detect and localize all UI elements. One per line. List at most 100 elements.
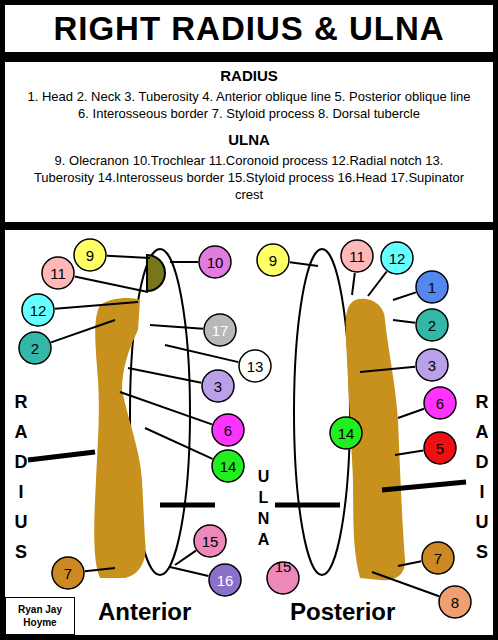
leader-line bbox=[398, 409, 424, 418]
callout-circle: 17 bbox=[203, 313, 237, 347]
circle-shape bbox=[416, 349, 448, 381]
pointer-bar bbox=[28, 452, 95, 460]
callout-circle: 5 bbox=[423, 431, 457, 465]
callout-number: 12 bbox=[380, 241, 414, 275]
callout-number: 15 bbox=[266, 561, 300, 595]
callout-circle: 16 bbox=[208, 563, 242, 597]
circle-shape bbox=[424, 432, 456, 464]
callout-number: 14 bbox=[211, 449, 245, 483]
circle-shape bbox=[19, 332, 51, 364]
circle-shape bbox=[209, 564, 241, 596]
circle-shape bbox=[42, 257, 74, 289]
callout-number: 16 bbox=[208, 563, 242, 597]
callout-circle: 15 bbox=[266, 561, 300, 595]
leader-line bbox=[128, 368, 201, 383]
callout-number: 7 bbox=[51, 556, 85, 590]
pointer-bar bbox=[160, 503, 215, 508]
callout-circle: 7 bbox=[421, 541, 455, 575]
leader-line bbox=[290, 262, 318, 266]
callout-circle: 11 bbox=[340, 239, 374, 273]
circle-shape bbox=[416, 309, 448, 341]
callout-circle: 8 bbox=[438, 585, 472, 619]
ulna-posterior bbox=[294, 249, 350, 575]
callout-circle: 12 bbox=[380, 241, 414, 275]
author-box: Ryan Jay Hoyme bbox=[5, 597, 75, 635]
callout-circle: 2 bbox=[18, 331, 52, 365]
callout-number: 1 bbox=[415, 270, 449, 304]
circle-shape bbox=[422, 542, 454, 574]
callout-circle: 14 bbox=[329, 416, 363, 450]
callout-circle: 3 bbox=[415, 348, 449, 382]
leader-line bbox=[145, 428, 213, 459]
callout-circle: 6 bbox=[211, 413, 245, 447]
callout-circle: 11 bbox=[41, 256, 75, 290]
view-label: Anterior bbox=[98, 598, 191, 626]
leader-line bbox=[120, 392, 212, 424]
view-label: Posterior bbox=[290, 598, 395, 626]
circle-shape bbox=[439, 586, 471, 618]
circle-shape bbox=[341, 240, 373, 272]
key-list: 1. Head 2. Neck 3. Tuberosity 4. Anterio… bbox=[25, 88, 473, 122]
callout-circle: 3 bbox=[201, 369, 235, 403]
callout-circle: 6 bbox=[423, 386, 457, 420]
drawing-panel bbox=[5, 230, 493, 635]
bone-side-label: RADIUS bbox=[471, 392, 492, 572]
circle-shape bbox=[239, 350, 271, 382]
olecranon bbox=[147, 255, 165, 291]
circle-shape bbox=[194, 525, 226, 557]
callout-circle: 7 bbox=[51, 556, 85, 590]
key-heading: ULNA bbox=[25, 130, 473, 149]
callout-number: 15 bbox=[193, 524, 227, 558]
leader-line bbox=[150, 325, 203, 329]
key-list: 9. Olecranon 10.Trochlear 11.Coronoid pr… bbox=[25, 152, 473, 203]
callout-number: 9 bbox=[256, 243, 290, 277]
callout-circle: 12 bbox=[21, 293, 55, 327]
callout-number: 11 bbox=[340, 239, 374, 273]
leader-line bbox=[368, 272, 387, 296]
circle-shape bbox=[330, 417, 362, 449]
title-panel bbox=[5, 5, 493, 52]
circle-shape bbox=[22, 294, 54, 326]
title: RIGHT RADIUS & ULNA bbox=[5, 5, 493, 52]
callout-number: 3 bbox=[201, 369, 235, 403]
key-box: RADIUS 1. Head 2. Neck 3. Tuberosity 4. A… bbox=[5, 62, 493, 222]
circle-shape bbox=[424, 387, 456, 419]
circle-shape bbox=[202, 370, 234, 402]
pointer-bar bbox=[275, 503, 340, 508]
leader-line bbox=[360, 367, 415, 372]
callout-number: 2 bbox=[415, 308, 449, 342]
leader-line bbox=[170, 567, 208, 576]
leader-line bbox=[395, 451, 423, 455]
circle-shape bbox=[381, 242, 413, 274]
callout-number: 5 bbox=[423, 431, 457, 465]
callout-number: 3 bbox=[415, 348, 449, 382]
leader-line bbox=[75, 277, 148, 292]
circle-shape bbox=[212, 414, 244, 446]
callout-number: 2 bbox=[18, 331, 52, 365]
leader-line bbox=[372, 572, 439, 596]
leader-line bbox=[398, 561, 421, 566]
callout-number: 10 bbox=[198, 245, 232, 279]
key-heading: RADIUS bbox=[25, 66, 473, 85]
callout-number: 11 bbox=[41, 256, 75, 290]
callout-circle: 9 bbox=[256, 243, 290, 277]
callout-circle: 1 bbox=[415, 270, 449, 304]
callout-number: 12 bbox=[21, 293, 55, 327]
callout-number: 14 bbox=[329, 416, 363, 450]
pointer-bar bbox=[382, 482, 466, 490]
leader-line bbox=[107, 256, 150, 258]
leader-line bbox=[51, 320, 115, 342]
leader-line bbox=[85, 568, 115, 571]
leader-line bbox=[352, 273, 355, 295]
callout-circle: 9 bbox=[73, 238, 107, 272]
callout-number: 7 bbox=[421, 541, 455, 575]
leader-line bbox=[175, 551, 196, 565]
callout-number: 6 bbox=[211, 413, 245, 447]
callout-circle: 10 bbox=[198, 245, 232, 279]
callout-circle: 2 bbox=[415, 308, 449, 342]
callout-number: 17 bbox=[203, 313, 237, 347]
callout-circle: 15 bbox=[193, 524, 227, 558]
leader-line bbox=[393, 320, 415, 323]
callout-number: 9 bbox=[73, 238, 107, 272]
circle-shape bbox=[52, 557, 84, 589]
